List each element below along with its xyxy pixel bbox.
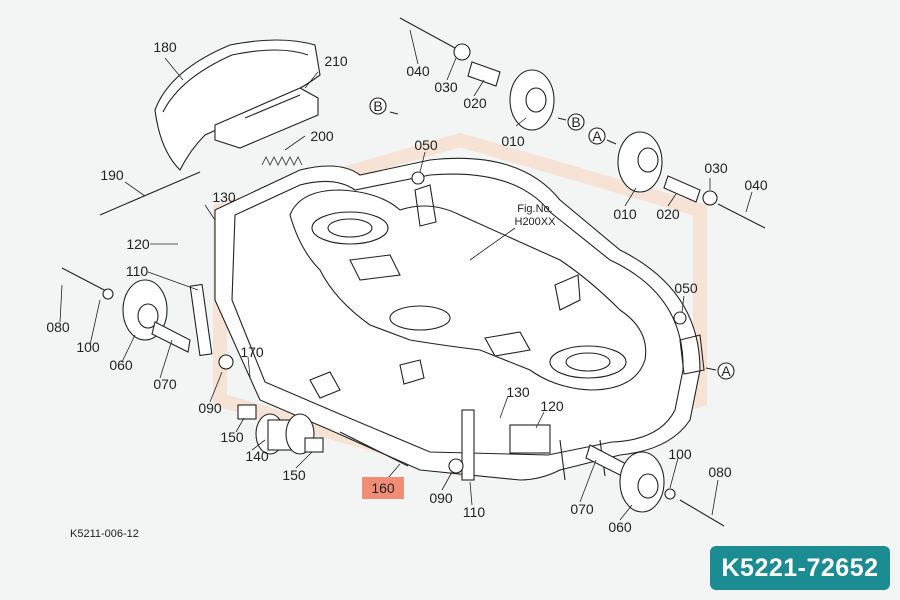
label-120-right: 120 — [540, 398, 564, 414]
nut-090-right — [448, 458, 464, 474]
label-130-right: 130 — [506, 384, 530, 400]
left-wheel-assembly — [61, 267, 234, 370]
label-060-left: 060 — [109, 357, 133, 373]
svg-text:B: B — [571, 114, 580, 130]
fig-ref-line2: H200XX — [515, 216, 557, 228]
label-130-left: 130 — [212, 189, 236, 205]
ref-circle-a-deck: A — [705, 362, 735, 380]
drawing-code: K5211-006-12 — [70, 528, 139, 540]
label-040-top: 040 — [406, 63, 430, 79]
part-labels: 180 210 200 190 130 120 110 080 100 060 … — [46, 39, 768, 535]
label-190: 190 — [100, 167, 124, 183]
ref-circle-b-top: B — [369, 97, 399, 115]
svg-text:A: A — [721, 363, 731, 379]
svg-text:B: B — [373, 98, 382, 114]
label-020-right: 020 — [656, 206, 680, 222]
label-100-right: 100 — [668, 446, 692, 462]
spring-coil — [261, 156, 303, 166]
mower-deck — [214, 157, 705, 481]
rear-cover-assembly — [154, 39, 321, 171]
label-210: 210 — [324, 53, 348, 69]
nut-050-right — [673, 311, 687, 325]
label-150-bottom: 150 — [282, 467, 306, 483]
label-070-left: 070 — [153, 376, 177, 392]
ref-circle-a-wheel: A — [588, 127, 617, 145]
rear-roller — [237, 404, 324, 455]
label-010-top: 010 — [501, 133, 525, 149]
label-080-right: 080 — [708, 464, 732, 480]
label-060-right: 060 — [608, 519, 632, 535]
label-100-left: 100 — [76, 339, 100, 355]
label-160: 160 — [371, 480, 395, 496]
leader-lines — [59, 29, 753, 521]
nut-050-top — [411, 171, 425, 185]
bracket-120-right — [509, 424, 551, 454]
label-080-left: 080 — [46, 319, 70, 335]
fig-ref-line1: Fig.No. — [517, 203, 552, 215]
rod-190 — [99, 171, 201, 216]
label-030-top: 030 — [434, 79, 458, 95]
right-wheel-top — [399, 17, 555, 131]
part-number-badge: K5221-72652 — [710, 546, 890, 590]
label-030-right: 030 — [704, 160, 728, 176]
label-040-right: 040 — [744, 177, 768, 193]
label-180: 180 — [153, 39, 177, 55]
label-170: 170 — [240, 344, 264, 360]
right-wheel-middle — [617, 131, 766, 229]
label-090-left: 090 — [198, 400, 222, 416]
label-110-left: 110 — [126, 263, 149, 279]
label-010-right: 010 — [613, 206, 637, 222]
label-070-right: 070 — [570, 501, 594, 517]
label-050-right: 050 — [674, 280, 698, 296]
label-140: 140 — [245, 448, 269, 464]
right-wheel-bottom — [585, 444, 725, 527]
label-120-left: 120 — [126, 236, 150, 252]
rod-160 — [339, 431, 409, 467]
svg-text:A: A — [592, 128, 602, 144]
ref-circle-b-wheel: B — [557, 113, 585, 131]
label-020-top: 020 — [463, 95, 487, 111]
label-090-right: 090 — [429, 490, 453, 506]
label-200: 200 — [310, 128, 334, 144]
highlight-box — [362, 477, 404, 499]
label-150-top: 150 — [220, 429, 244, 445]
link-110-right — [461, 409, 475, 481]
label-050-top: 050 — [414, 137, 438, 153]
label-110-right: 110 — [463, 504, 486, 520]
